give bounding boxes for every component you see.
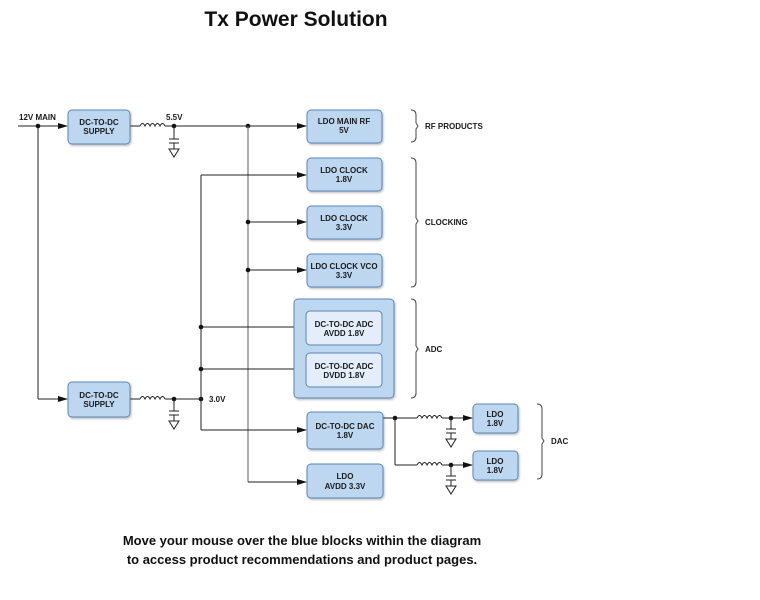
svg-text:LDO: LDO <box>487 410 504 419</box>
block-dcdc-adc-dvdd[interactable]: DC-TO-DC ADC DVDD 1.8V <box>305 352 383 388</box>
svg-text:DC-TO-DC DAC: DC-TO-DC DAC <box>316 422 375 431</box>
capacitor-ground-icon <box>445 418 457 448</box>
block-ldo-clock-1v8[interactable]: LDO CLOCK 1.8V <box>306 157 383 192</box>
wire-12v-main <box>18 123 68 402</box>
svg-text:5V: 5V <box>339 126 349 135</box>
label-5v5: 5.5V <box>166 113 183 122</box>
svg-text:AVDD 3.3V: AVDD 3.3V <box>325 482 366 491</box>
block-dcdc-supply-top[interactable]: DC-TO-DC SUPPLY <box>67 109 131 145</box>
group-label-rf-products: RF PRODUCTS <box>425 122 483 131</box>
svg-text:LDO CLOCK: LDO CLOCK <box>320 166 368 175</box>
svg-text:DC-TO-DC ADC: DC-TO-DC ADC <box>315 362 374 371</box>
block-ldo-clock-3v3[interactable]: LDO CLOCK 3.3V <box>306 205 383 240</box>
svg-text:DVDD 1.8V: DVDD 1.8V <box>323 371 365 380</box>
svg-text:DC-TO-DC: DC-TO-DC <box>79 118 119 127</box>
brace-clocking <box>410 157 419 288</box>
block-dcdc-supply-bottom[interactable]: DC-TO-DC SUPPLY <box>67 381 131 418</box>
svg-text:DC-TO-DC ADC: DC-TO-DC ADC <box>315 320 374 329</box>
brace-dac <box>536 403 545 480</box>
wire-dac-branches <box>383 415 473 468</box>
group-label-dac: DAC <box>551 437 569 446</box>
capacitor-ground-icon <box>168 399 180 430</box>
svg-text:1.8V: 1.8V <box>337 431 354 440</box>
svg-text:DC-TO-DC: DC-TO-DC <box>79 391 119 400</box>
brace-adc <box>410 298 419 399</box>
instruction-line-1: Move your mouse over the blue blocks wit… <box>122 533 482 548</box>
label-12v-main: 12V MAIN <box>19 113 56 122</box>
svg-text:1.8V: 1.8V <box>487 419 504 428</box>
svg-text:AVDD 1.8V: AVDD 1.8V <box>324 329 365 338</box>
svg-text:LDO CLOCK VCO: LDO CLOCK VCO <box>310 262 377 271</box>
instruction-text: Move your mouse over the blue blocks wit… <box>0 531 604 569</box>
block-ldo-main-rf[interactable]: LDO MAIN RF 5V <box>306 109 383 144</box>
block-ldo-avdd-3v3[interactable]: LDO AVDD 3.3V <box>306 463 384 499</box>
group-label-clocking: CLOCKING <box>425 218 468 227</box>
instruction-line-2: to access product recommendations and pr… <box>126 552 478 567</box>
svg-text:1.8V: 1.8V <box>487 466 504 475</box>
svg-text:LDO: LDO <box>487 457 504 466</box>
block-ldo-clock-vco[interactable]: LDO CLOCK VCO 3.3V <box>306 253 383 288</box>
svg-text:LDO: LDO <box>337 472 354 481</box>
svg-text:3.3V: 3.3V <box>336 271 353 280</box>
svg-text:LDO CLOCK: LDO CLOCK <box>320 214 368 223</box>
wire-3v0-rail <box>130 172 307 433</box>
svg-text:SUPPLY: SUPPLY <box>83 127 115 136</box>
block-ldo-dac-1[interactable]: LDO 1.8V <box>472 403 519 434</box>
block-dcdc-dac[interactable]: DC-TO-DC DAC 1.8V <box>306 411 384 450</box>
capacitor-ground-icon <box>168 126 180 158</box>
svg-text:3.3V: 3.3V <box>336 223 353 232</box>
block-dcdc-adc-avdd[interactable]: DC-TO-DC ADC AVDD 1.8V <box>305 310 383 346</box>
wire-5v5-rail <box>130 123 307 482</box>
svg-text:SUPPLY: SUPPLY <box>83 400 115 409</box>
block-ldo-dac-2[interactable]: LDO 1.8V <box>472 450 519 481</box>
group-label-adc: ADC <box>425 345 443 354</box>
svg-text:1.8V: 1.8V <box>336 175 353 184</box>
brace-rf-products <box>410 109 419 143</box>
wire-5v5-branches <box>245 219 307 485</box>
label-3v0: 3.0V <box>209 395 226 404</box>
capacitor-ground-icon <box>445 465 457 495</box>
svg-text:LDO MAIN RF: LDO MAIN RF <box>318 117 371 126</box>
diagram-title: Tx Power Solution <box>204 8 388 31</box>
